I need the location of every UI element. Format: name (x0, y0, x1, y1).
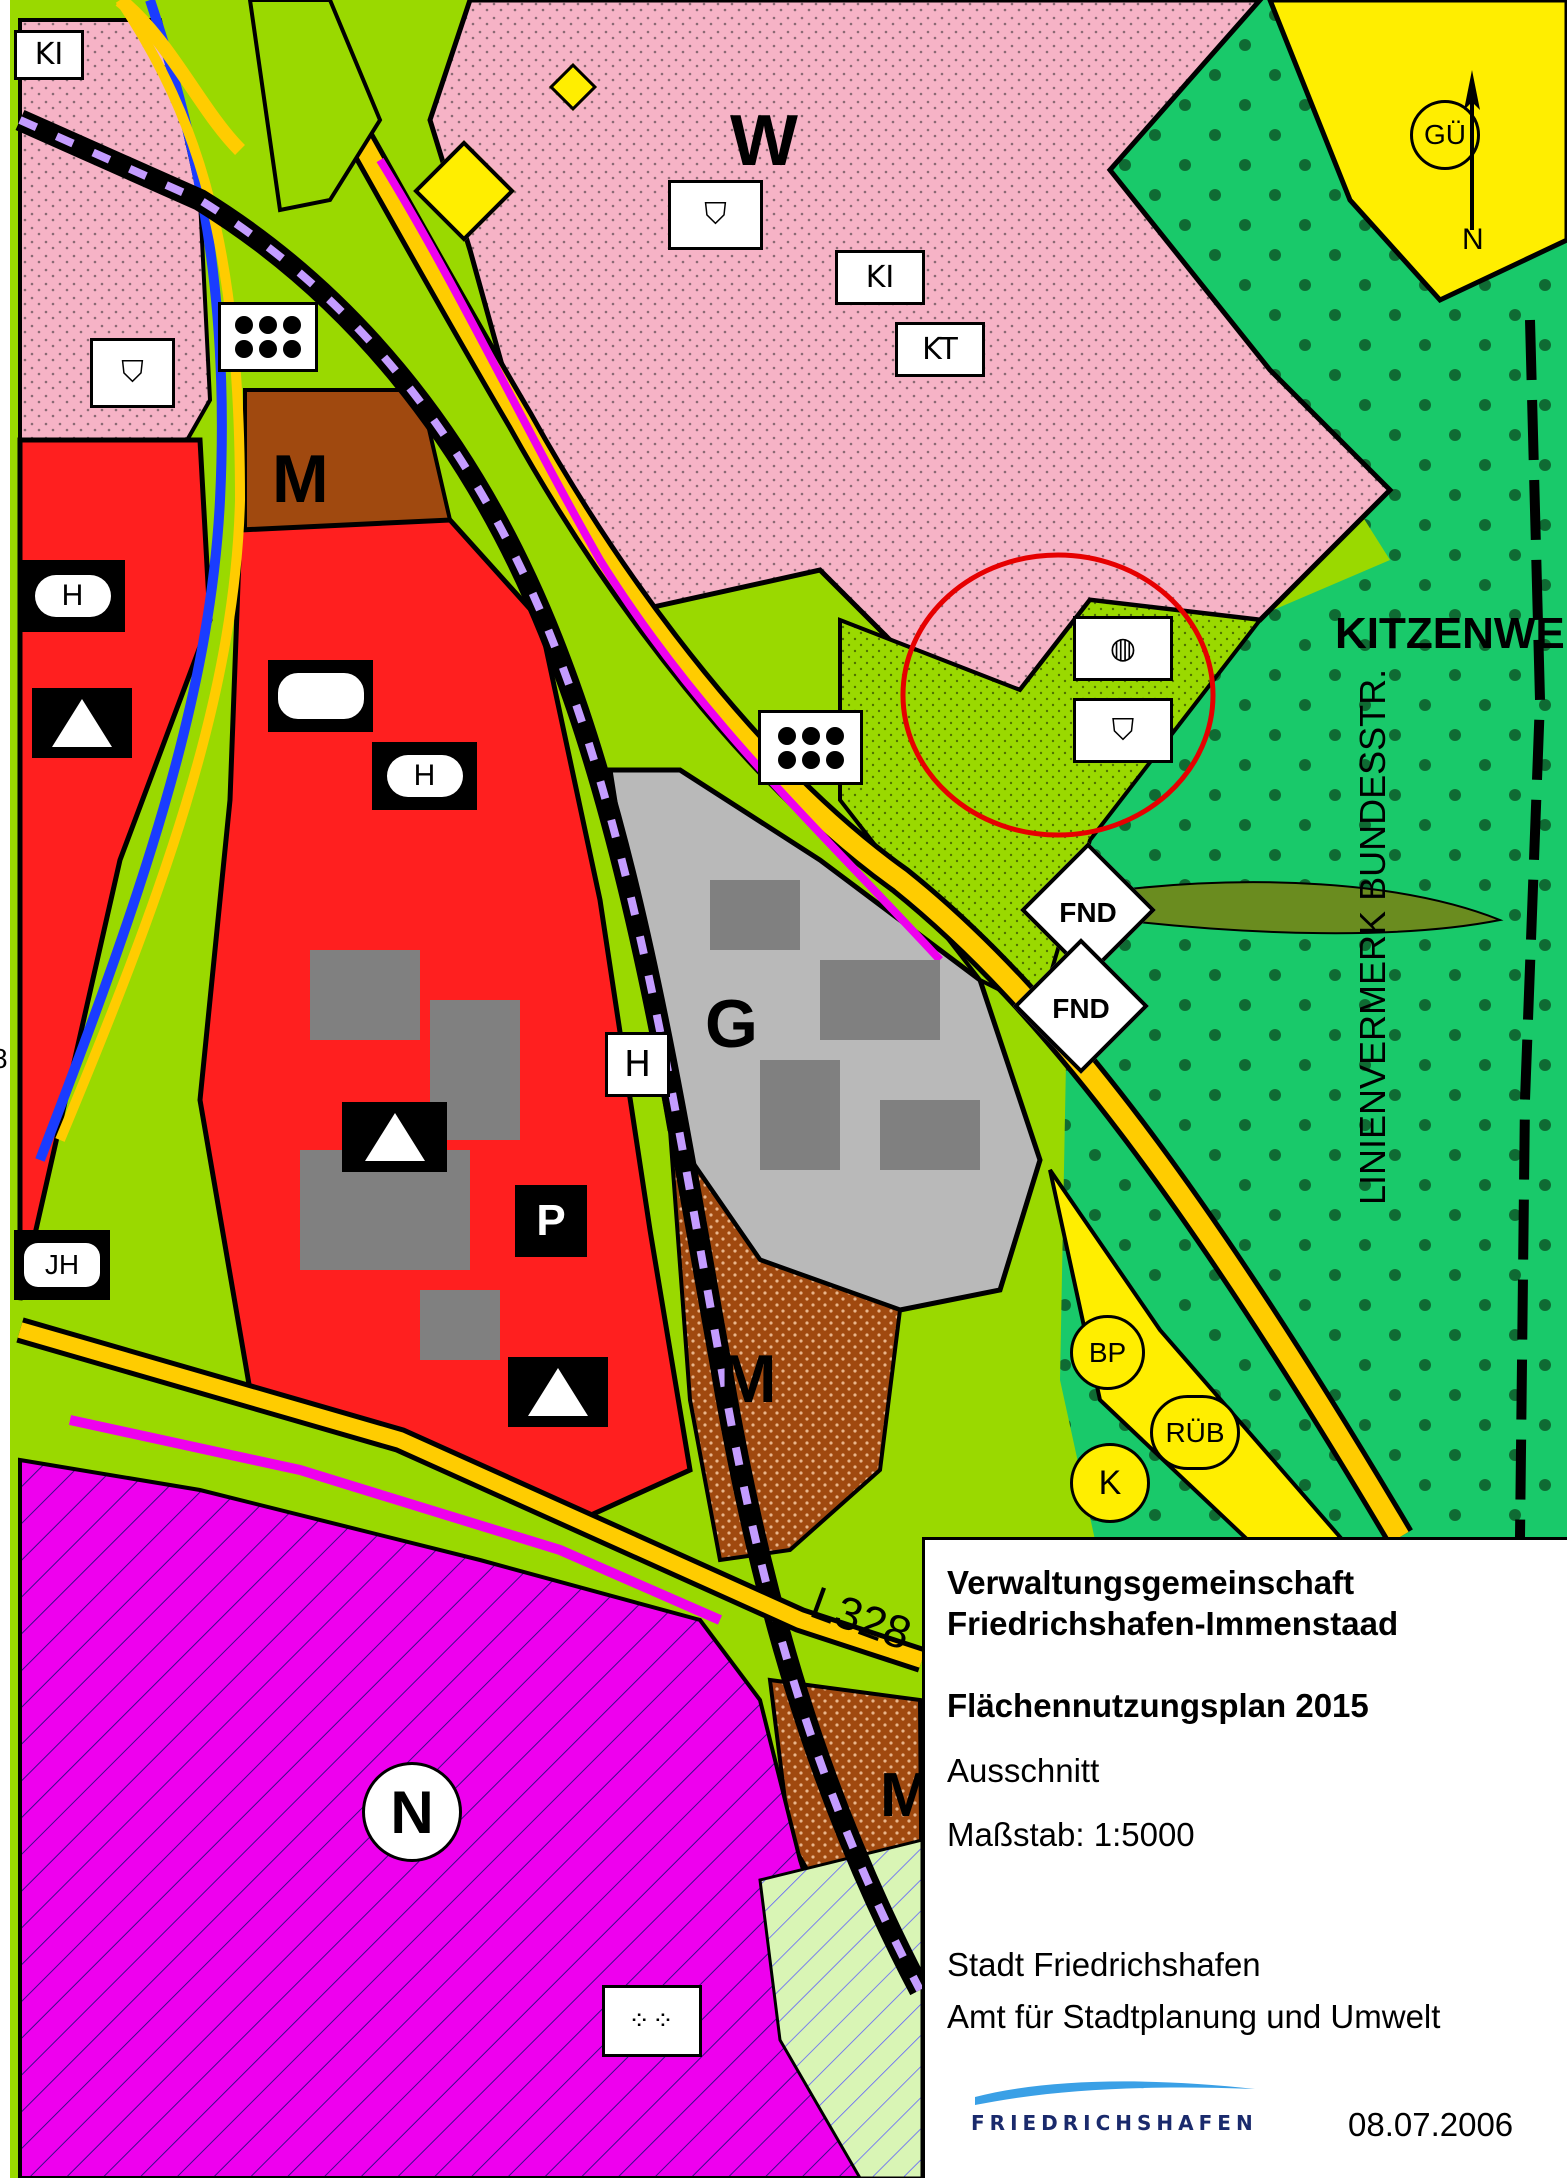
church-symbol[interactable]: ⛉ (1073, 698, 1173, 763)
city-logo-text: FRIEDRICHSHAFEN (971, 2111, 1258, 2135)
triangle-symbol[interactable] (342, 1102, 447, 1172)
legend-scale: Maßstab: 1:5000 (947, 1815, 1195, 1853)
path-magenta (376, 157, 943, 963)
h-symbol[interactable]: H (20, 560, 125, 632)
k-symbol[interactable]: K (1070, 1443, 1150, 1523)
legend-date: 08.07.2006 (1348, 2106, 1514, 2143)
road-label-bundesstrasse: LINIENVERMERK BUNDESSTR. (1352, 668, 1393, 1205)
kindergarten-symbol[interactable]: KI (14, 30, 84, 80)
legend-box: Verwaltungsgemeinschaft Friedrichshafen-… (922, 1537, 1567, 2178)
fnd-label: FND (1059, 897, 1117, 928)
zone-letter-m: M (272, 441, 329, 517)
zone-letter-w: W (730, 101, 798, 181)
road-left (55, 0, 246, 1142)
edge-number: 8 (0, 1045, 8, 1073)
church-symbol[interactable]: ⛉ (90, 338, 175, 408)
bus-stop-symbol[interactable]: H (605, 1032, 670, 1097)
sports-ball-symbol[interactable]: ◍ (1073, 616, 1173, 681)
kindergarten-symbol[interactable]: KI (835, 250, 925, 305)
triangle-symbol[interactable] (32, 688, 132, 758)
h-symbol[interactable]: H (372, 742, 477, 810)
fnd-label: FND (1052, 993, 1110, 1024)
railway-pattern (18, 116, 924, 1992)
highlight-circle[interactable] (900, 552, 1216, 838)
h-symbol-label: H (34, 575, 111, 617)
north-arrow-label: N (1462, 223, 1484, 256)
legend-org-line1: Verwaltungsgemeinschaft (947, 1564, 1355, 1601)
gu-symbol[interactable]: GÜ (1410, 100, 1480, 170)
legend-office: Amt für Stadtplanung und Umwelt (947, 1997, 1441, 2035)
legend-org-line2: Friedrichshafen-Immenstaad (947, 1605, 1399, 1643)
grid-symbol[interactable] (758, 710, 863, 785)
path-magenta-south (68, 1415, 723, 1625)
zone-letter-n: N (362, 1762, 462, 1862)
road-l328 (17, 1322, 925, 1668)
building (760, 1060, 840, 1170)
triangle-symbol[interactable] (508, 1357, 608, 1427)
legend-subtitle: Ausschnitt (947, 1751, 1100, 1789)
zone-letter-g: G (705, 986, 758, 1062)
daycare-symbol[interactable]: KT (895, 322, 985, 377)
church-symbol[interactable]: ⛉ (668, 180, 763, 250)
legend-plan-title: Flächennutzungsplan 2015 (947, 1686, 1369, 1724)
building (310, 950, 420, 1040)
dots-pattern-symbol[interactable]: ⁘⁘ (602, 1985, 702, 2057)
north-arrow-icon (1464, 70, 1480, 230)
legend-city: Stadt Friedrichshafen (947, 1945, 1261, 1983)
youth-hostel-symbol[interactable]: JH (14, 1230, 110, 1300)
city-logo-icon (975, 2081, 1255, 2105)
building (880, 1100, 980, 1170)
fnd-strip (1119, 881, 1504, 935)
building (710, 880, 800, 950)
federal-boundary (1515, 319, 1546, 1538)
main-road (271, 0, 1409, 1543)
area-label-kitzenwe: KITZENWE (1335, 609, 1565, 658)
parking-symbol[interactable]: P (515, 1185, 587, 1257)
ramp-top (115, 0, 245, 155)
youth-hostel-label: JH (24, 1243, 100, 1287)
ramp-island (247, 0, 383, 213)
building (420, 1290, 500, 1360)
bp-symbol[interactable]: BP (1070, 1315, 1145, 1390)
h-symbol-label: H (386, 755, 463, 797)
rub-symbol[interactable]: RÜB (1150, 1395, 1240, 1470)
grid-symbol[interactable] (218, 302, 318, 372)
legend-footer: FRIEDRICHSHAFEN 08.07.2006 (965, 2075, 1550, 2143)
zone-letter-m: M (720, 1341, 777, 1417)
oval-track-symbol[interactable] (268, 660, 373, 732)
building (820, 960, 940, 1040)
